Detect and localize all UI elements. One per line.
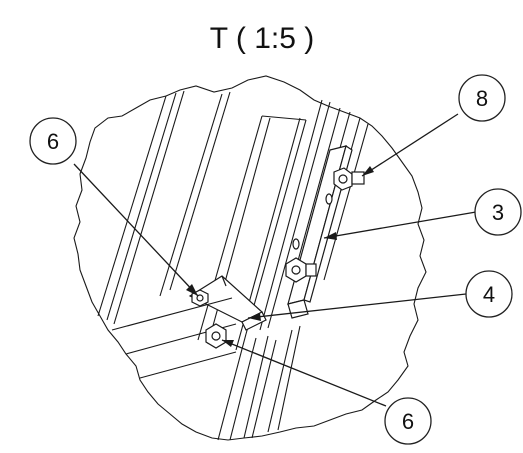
callout-label: 3 xyxy=(492,200,504,225)
lower-bolt xyxy=(205,323,227,349)
middle-bolt xyxy=(285,257,317,283)
callout-8: 8 xyxy=(458,74,506,122)
callout-4: 4 xyxy=(465,270,513,318)
callout-label: 6 xyxy=(47,129,59,154)
arrow-3 xyxy=(324,232,337,240)
arrow-6-lower xyxy=(222,340,234,347)
callout-6-lower: 6 xyxy=(384,397,432,445)
left-profile xyxy=(97,90,231,325)
callout-label: 8 xyxy=(476,86,488,111)
arrow-6-upper xyxy=(186,284,198,296)
callout-label: 4 xyxy=(483,282,495,307)
arrow-4 xyxy=(248,313,261,321)
leader-6-lower xyxy=(221,339,387,407)
leader-6-upper xyxy=(73,163,199,297)
leader-3 xyxy=(323,211,477,239)
leader-4 xyxy=(247,293,467,319)
leaders xyxy=(73,113,477,407)
upper-bolt xyxy=(333,167,365,191)
arrowheads xyxy=(186,166,374,347)
view-title: T ( 1:5 ) xyxy=(210,22,314,55)
detail-break-boundary xyxy=(73,75,427,441)
callout-label: 6 xyxy=(402,409,414,434)
callout-3: 3 xyxy=(474,188,522,236)
leader-8 xyxy=(361,113,459,177)
callout-6-upper: 6 xyxy=(29,117,77,165)
arrow-8 xyxy=(362,166,374,176)
